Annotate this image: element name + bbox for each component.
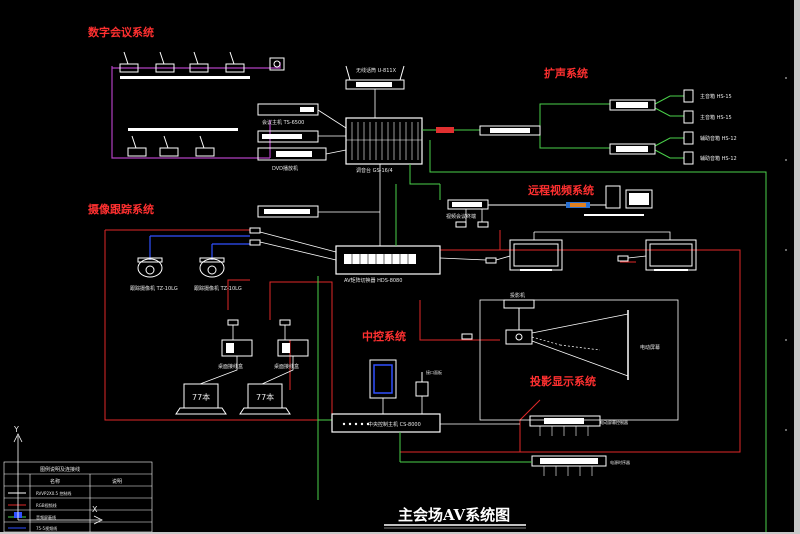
laptop-1: 77本 [175, 383, 227, 415]
legend-col2: 说明 [112, 478, 122, 485]
svg-text:桌面接线盒: 桌面接线盒 [218, 363, 243, 370]
speaker-1 [683, 89, 694, 103]
projection-screen: 电动屏幕 [627, 310, 660, 380]
matrix-links [259, 164, 487, 261]
pa-processor [436, 127, 454, 133]
computer-terminal [590, 185, 653, 209]
display-monitor-right [645, 239, 697, 271]
corner-dots [785, 77, 787, 431]
svg-text:会议主机 TS-6500: 会议主机 TS-6500 [262, 119, 304, 126]
svg-text:调音台 GS-16/4: 调音台 GS-16/4 [356, 167, 393, 174]
camera-2 [199, 257, 225, 278]
conference-mic-units-bottom [127, 135, 215, 157]
data-bar [584, 214, 644, 216]
interface-panel: 接口面板 [415, 369, 442, 397]
mic-rail-bottom [128, 128, 238, 131]
svg-text:AV矩阵切换器 HDS-8080: AV矩阵切换器 HDS-8080 [344, 277, 402, 284]
section-projection-title: 投影显示系统 [530, 374, 596, 388]
axis-y-label: Y [13, 425, 19, 434]
svg-text:中央控制主机 CS-8000: 中央控制主机 CS-8000 [368, 421, 421, 428]
speaker-2 [683, 110, 694, 124]
conference-host: 会议主机 TS-6500 [257, 103, 319, 126]
camera-2-label: 跟踪摄像机 TZ-10LG [194, 285, 242, 292]
speaker-2-label: 主音箱 HS-15 [700, 114, 732, 121]
speaker-4 [683, 151, 694, 165]
display-links [495, 231, 671, 261]
central-control-host: 中央控制主机 CS-8000 [331, 413, 441, 433]
svg-text:投影机: 投影机 [510, 292, 525, 299]
speakers [683, 89, 694, 165]
legend-col1: 名称 [50, 478, 60, 485]
legend-line-samples [8, 492, 26, 529]
av-matrix-switcher: AV矩阵切换器 HDS-8080 [335, 245, 441, 284]
tracking-red-lines [104, 229, 741, 453]
projection-room-outline [479, 299, 679, 421]
conference-mic-units-top [119, 51, 285, 73]
pa-power-amp-1 [609, 99, 656, 111]
legend-row4: 75-5视频线 [36, 525, 57, 531]
lectern-links [199, 325, 294, 385]
camera-video-lines [149, 235, 250, 260]
network-codec [488, 202, 590, 208]
svg-text:77本: 77本 [192, 392, 210, 402]
svg-text:77本: 77本 [256, 392, 274, 402]
touch-panel [369, 359, 397, 399]
camera-1 [137, 257, 163, 278]
projection-beam [531, 313, 629, 377]
section-conference-title: 数字会议系统 [88, 25, 154, 39]
pa-power-amp-2 [609, 143, 656, 155]
svg-text:桌面接线盒: 桌面接线盒 [274, 363, 299, 370]
svg-text:无线话筒 U-811X: 无线话筒 U-811X [356, 67, 397, 74]
speaker-3-label: 辅助音箱 HS-12 [700, 135, 737, 142]
tracking-host [257, 205, 319, 218]
svg-text:视频会议终端: 视频会议终端 [446, 213, 476, 220]
diagram-title: 主会场AV系统图 [398, 506, 510, 524]
laptop-2: 77本 [239, 383, 291, 415]
axis-x-label: X [92, 505, 98, 514]
svg-text:电动屏幕: 电动屏幕 [640, 344, 660, 351]
lectern-box-2: 桌面接线盒 [274, 339, 309, 370]
svg-text:电动屏幕控制器: 电动屏幕控制器 [600, 419, 628, 425]
screen-controller: 电动屏幕控制器 [529, 415, 628, 436]
section-pa-title: 扩声系统 [544, 66, 588, 80]
section-video-conf-title: 远程视频系统 [528, 183, 594, 197]
wireless-mic-receiver: 无线话筒 U-811X [345, 65, 405, 90]
camera-1-label: 跟踪摄像机 TZ-10LG [130, 285, 178, 292]
mic-rail-top [120, 76, 250, 79]
legend-row2: RGB视频线 [36, 502, 57, 508]
power-sequencer: 电源时序器 [531, 455, 630, 476]
legend-header: 图例说明及连接线 [40, 466, 80, 473]
audio-links-host-mixer [317, 89, 376, 155]
tracking-cameras [137, 257, 225, 278]
legend-row1: RVVP2X0.5 控制线 [36, 490, 71, 496]
audio-mixer: 调音台 GS-16/4 [345, 117, 423, 174]
control-green-lines [317, 184, 441, 500]
speaker-1-label: 主音箱 HS-15 [700, 93, 732, 100]
legend-table [3, 461, 153, 532]
section-tracking-title: 摄像跟踪系统 [88, 202, 154, 216]
ucs-axis-icon [13, 433, 103, 525]
svg-text:接口面板: 接口面板 [426, 369, 442, 375]
section-control-title: 中控系统 [362, 329, 406, 343]
control-links [382, 396, 520, 425]
svg-text:电源时序器: 电源时序器 [610, 459, 630, 465]
display-monitor-left [509, 239, 563, 271]
dvd-player: DVD播放机 [257, 130, 327, 172]
pa-amplifier-rack [479, 125, 541, 136]
speaker-3 [683, 131, 694, 145]
speaker-4-label: 辅助音箱 HS-12 [700, 155, 737, 162]
lectern-box-1: 桌面接线盒 [218, 339, 253, 370]
svg-text:DVD播放机: DVD播放机 [272, 165, 298, 172]
legend-row3: 音频屏蔽线 [36, 514, 56, 520]
